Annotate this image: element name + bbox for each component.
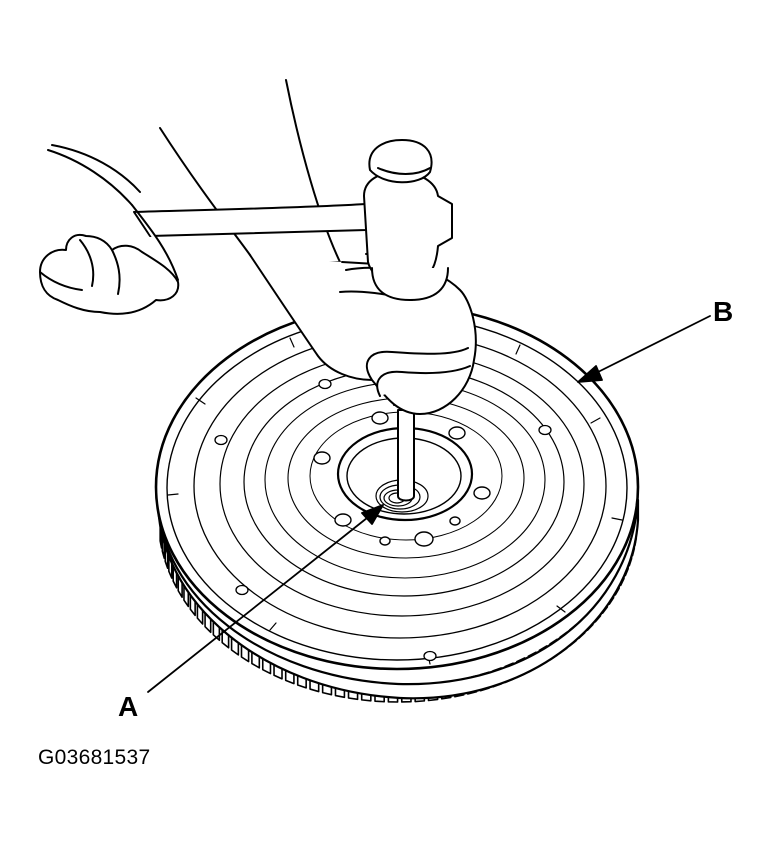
upper-hand [39, 144, 180, 315]
arrowhead-a [361, 504, 384, 525]
figure-id: G03681537 [38, 746, 151, 769]
callout-label-b: B [713, 296, 734, 327]
arrowhead-b [577, 365, 603, 383]
callout-label-a: A [118, 691, 139, 722]
hammer [133, 139, 453, 301]
leader-lines [147, 315, 711, 693]
flywheel-side-wall [156, 498, 640, 700]
